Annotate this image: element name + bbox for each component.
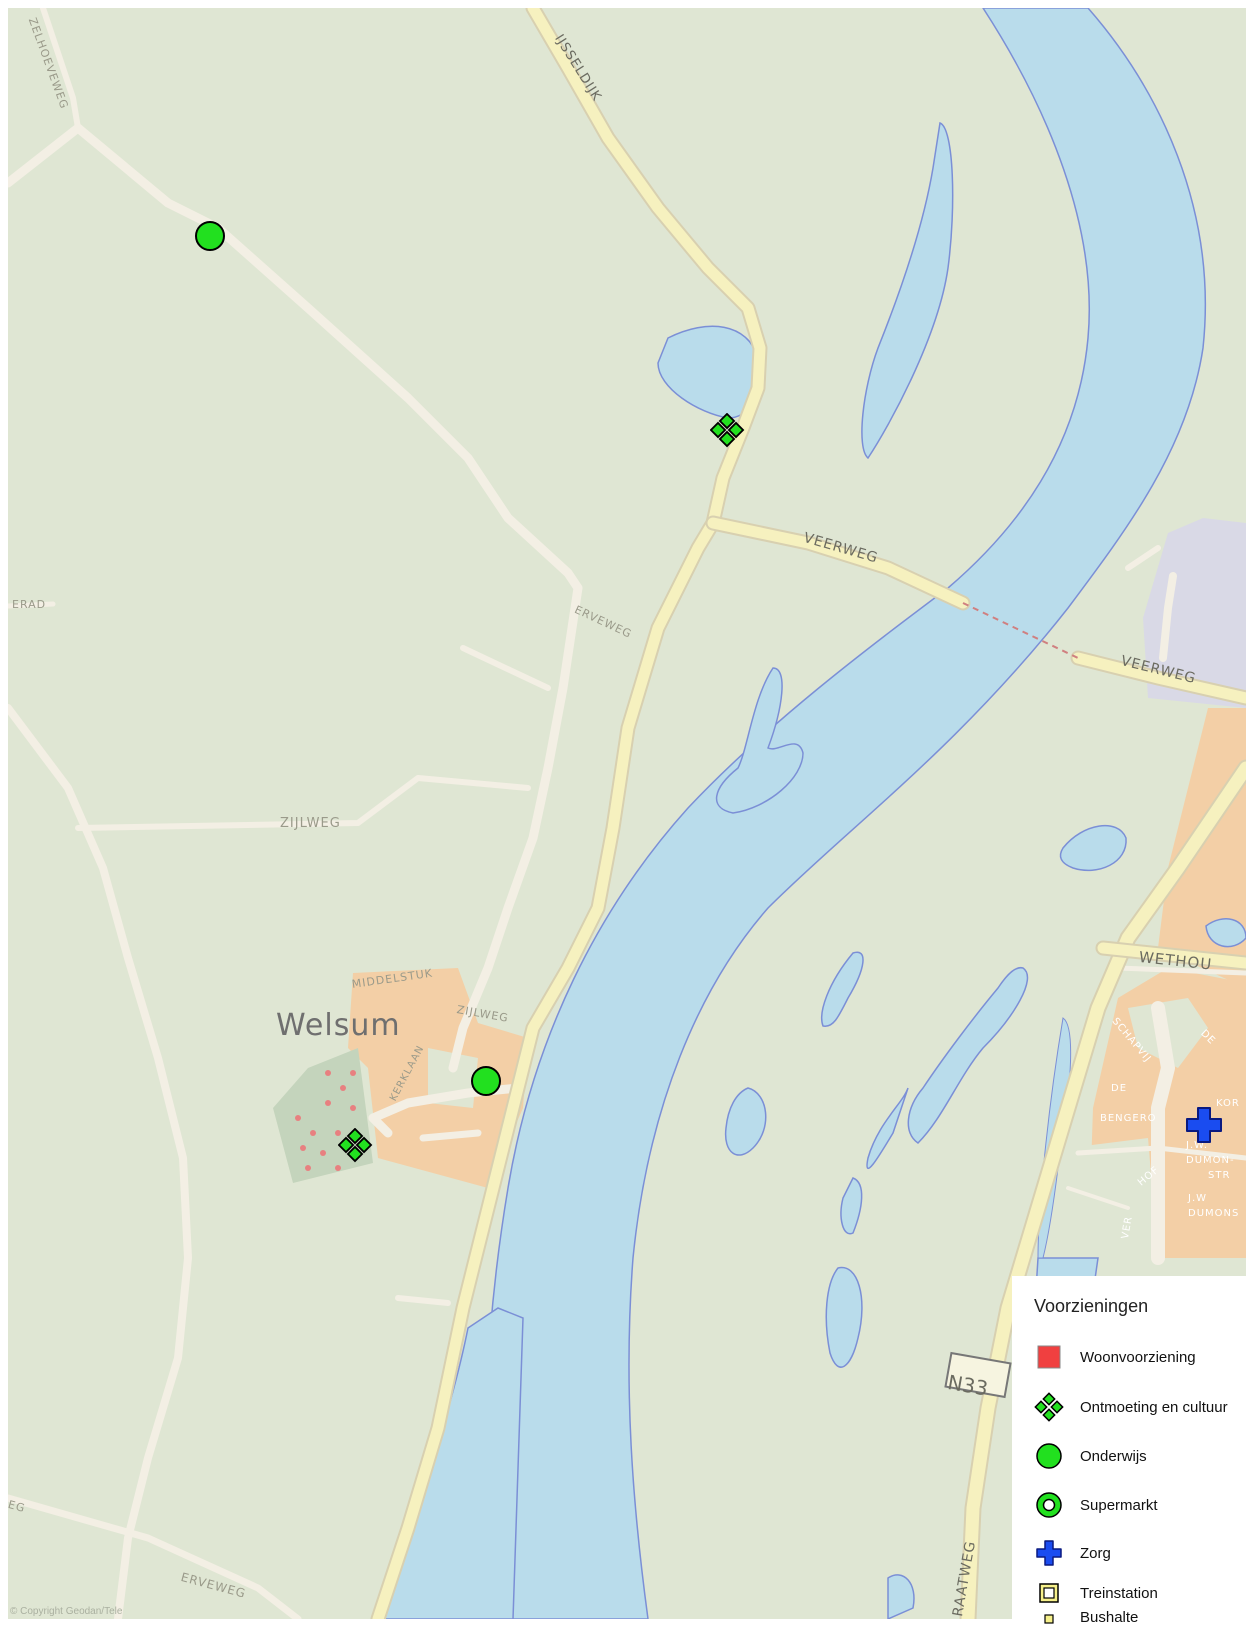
legend-item-zorg: Zorg — [1034, 1538, 1111, 1568]
legend-label: Zorg — [1080, 1544, 1111, 1562]
green-circle-icon — [1034, 1441, 1064, 1471]
place-label-welsum: Welsum — [276, 1008, 401, 1043]
road-label-kor: KOR — [1216, 1098, 1240, 1109]
map-base-layer — [8, 8, 1246, 1619]
legend-label: Ontmoeting en cultuur — [1080, 1398, 1228, 1416]
blue-cross-icon — [1034, 1538, 1064, 1568]
green-diamond-cluster-icon — [1034, 1392, 1064, 1422]
road-label-de-2: DE — [1111, 1083, 1128, 1094]
legend-label: Treinstation — [1080, 1584, 1158, 1602]
legend-item-ontmoeting: Ontmoeting en cultuur — [1034, 1392, 1228, 1422]
legend-label: Woonvoorziening — [1080, 1348, 1196, 1366]
legend-label: Supermarkt — [1080, 1496, 1158, 1514]
legend-item-woonvoorziening: Woonvoorziening — [1034, 1342, 1196, 1372]
marker-onderwijs-1[interactable] — [194, 220, 226, 252]
lake-north — [861, 121, 954, 460]
legend-item-supermarkt: Supermarkt — [1034, 1490, 1158, 1520]
legend-panel: Voorzieningen Woonvoorziening Ontmoeting… — [1012, 1276, 1246, 1626]
road-label-jw-1: J.W. — [1186, 1140, 1209, 1151]
marker-ontmoeting-2[interactable] — [338, 1128, 374, 1164]
marker-onderwijs-2[interactable] — [470, 1065, 502, 1097]
map-canvas[interactable]: ZELHOEVEWEG IJSSELDIJK VEERWEG VEERWEG E… — [8, 8, 1246, 1619]
marker-ontmoeting-1[interactable] — [710, 413, 746, 449]
road-label-dumon: DUMON- — [1186, 1155, 1235, 1166]
marker-zorg-1[interactable] — [1184, 1105, 1224, 1145]
road-label-jw-2: J.W — [1188, 1193, 1208, 1204]
road-label-str: STR — [1208, 1170, 1231, 1181]
road-label-zijlweg-left: ZIJLWEG — [280, 816, 341, 831]
industrial-area — [1143, 518, 1246, 708]
legend-item-bushalte: Bushalte — [1034, 1602, 1138, 1632]
legend-label: Onderwijs — [1080, 1447, 1147, 1465]
green-ring-icon — [1034, 1490, 1064, 1520]
bus-stop-icon — [1034, 1602, 1064, 1632]
red-square-icon — [1034, 1342, 1064, 1372]
legend-title: Voorzieningen — [1034, 1296, 1149, 1316]
legend-item-treinstation: Treinstation — [1034, 1578, 1158, 1608]
road-label-bengero: BENGERO — [1100, 1113, 1157, 1124]
road-label-left-edge: ERAD — [12, 598, 47, 611]
legend-item-onderwijs: Onderwijs — [1034, 1441, 1147, 1471]
legend-label: Bushalte — [1080, 1608, 1139, 1626]
road-label-dumons: DUMONS — [1188, 1208, 1240, 1219]
map-copyright: © Copyright Geodan/Tele — [10, 1606, 123, 1617]
yellow-square-icon — [1034, 1578, 1064, 1608]
